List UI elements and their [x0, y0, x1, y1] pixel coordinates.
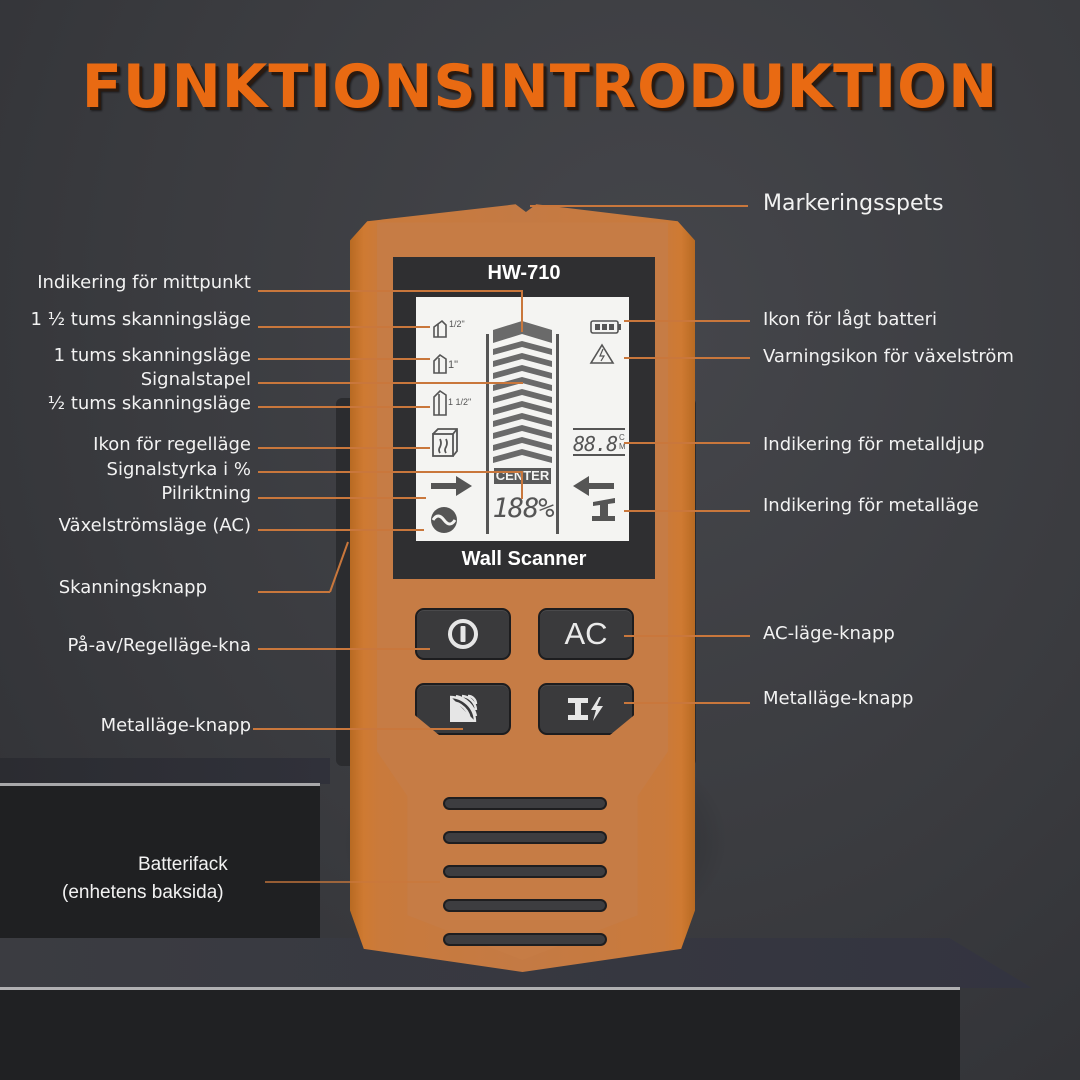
- one-half-inch-label: 1 1/2": [448, 397, 472, 407]
- label-metal-depth: Indikering för metalldjup: [763, 434, 985, 455]
- label-metal-mode-indicator: Indikering för metalläge: [763, 495, 979, 516]
- label-one-half-inch-mode: 1 ½ tums skanningsläge: [30, 309, 251, 330]
- leader-line: [265, 881, 440, 883]
- pedestal-upper-top: [0, 758, 330, 784]
- lcd-display: CENTER 188% 88.8 CM 1/2" 1" 1 1/2": [416, 297, 629, 541]
- leader-line: [258, 471, 523, 473]
- label-ac-warning: Varningsikon för växelström: [763, 346, 1014, 367]
- half-inch-label: 1/2": [449, 319, 465, 329]
- label-ac-mode-button: AC-läge-knapp: [763, 623, 895, 644]
- pedestal-upper: [0, 783, 320, 938]
- label-metal-mode-button-right: Metalläge-knapp: [763, 688, 914, 709]
- label-marking-tip: Markeringsspets: [763, 191, 944, 216]
- power-stud-button[interactable]: [415, 608, 511, 660]
- battery-vent: [443, 797, 607, 810]
- metal-mode-button[interactable]: [538, 683, 634, 735]
- ac-mode-icon: [431, 507, 457, 533]
- leader-line: [258, 326, 430, 328]
- leader-line: [258, 406, 430, 408]
- leader-line: [258, 358, 430, 360]
- battery-vent: [443, 899, 607, 912]
- power-icon: [448, 619, 478, 649]
- leader-line: [258, 447, 430, 449]
- leader-line: [258, 382, 523, 384]
- leader-line: [253, 728, 463, 730]
- lcd-graphics: [431, 319, 625, 534]
- battery-vent: [443, 831, 607, 844]
- scan-waves-icon: [449, 694, 478, 723]
- leader-line: [521, 290, 523, 332]
- arrow-right-icon: [431, 476, 472, 496]
- arrow-left-icon: [573, 476, 614, 496]
- leader-line: [521, 471, 523, 499]
- page-title: FUNKTIONSINTRODUKTION: [81, 52, 999, 122]
- model-label: HW-710: [487, 262, 561, 284]
- leader-line-diagonal: [329, 541, 349, 593]
- label-low-battery: Ikon för lågt batteri: [763, 309, 937, 330]
- label-one-inch-mode: 1 tums skanningsläge: [53, 345, 251, 366]
- ac-mode-button[interactable]: AC: [538, 608, 634, 660]
- leader-line: [258, 648, 430, 650]
- leader-line: [624, 357, 750, 359]
- one-half-inch-mode-icon: [433, 389, 447, 416]
- label-ac-mode: Växelströmsläge (AC): [58, 515, 251, 536]
- leader-line: [530, 205, 748, 207]
- leader-line: [624, 635, 750, 637]
- leader-line: [258, 591, 330, 593]
- pedestal-lower: [0, 987, 960, 1080]
- product-name-label: Wall Scanner: [461, 548, 587, 570]
- label-power-stud-button: På-av/Regelläge-kna: [67, 635, 251, 656]
- half-inch-mode-icon: [433, 319, 447, 338]
- label-arrow-direction: Pilriktning: [161, 483, 251, 504]
- leader-line: [258, 529, 424, 531]
- signal-strength-percent: 188%: [492, 493, 554, 524]
- ac-warning-icon: [589, 343, 615, 364]
- metal-depth-readout: 88.8: [573, 432, 618, 456]
- battery-vent: [443, 933, 607, 946]
- metal-beam-icon: [592, 498, 615, 521]
- label-signal-bar: Signalstapel: [140, 369, 251, 390]
- leader-line: [624, 442, 750, 444]
- leader-line: [258, 497, 426, 499]
- battery-icon: [590, 320, 621, 334]
- label-battery-compartment: Batterifack: [138, 854, 228, 875]
- battery-vent: [443, 865, 607, 878]
- label-scan-button: Skanningsknapp: [58, 577, 207, 598]
- one-inch-label: 1": [448, 359, 459, 371]
- label-center-indicator: Indikering för mittpunkt: [37, 272, 251, 293]
- signal-bar-icon: [493, 321, 552, 463]
- leader-line: [624, 320, 750, 322]
- scan-button[interactable]: [415, 683, 511, 735]
- leader-line: [258, 290, 523, 292]
- label-signal-strength: Signalstyrka i %: [106, 459, 251, 480]
- label-stud-mode-icon: Ikon för regelläge: [93, 434, 251, 455]
- one-inch-mode-icon: [433, 353, 447, 374]
- stud-mode-icon: [432, 428, 458, 457]
- label-metal-mode-button-left: Metalläge-knapp: [100, 715, 251, 736]
- leader-line: [624, 702, 750, 704]
- label-battery-compartment-sub: (enhetens baksida): [62, 882, 224, 903]
- label-half-inch-mode: ½ tums skanningsläge: [47, 393, 251, 414]
- metal-beam-bolt-icon: [568, 697, 603, 721]
- leader-line: [624, 510, 750, 512]
